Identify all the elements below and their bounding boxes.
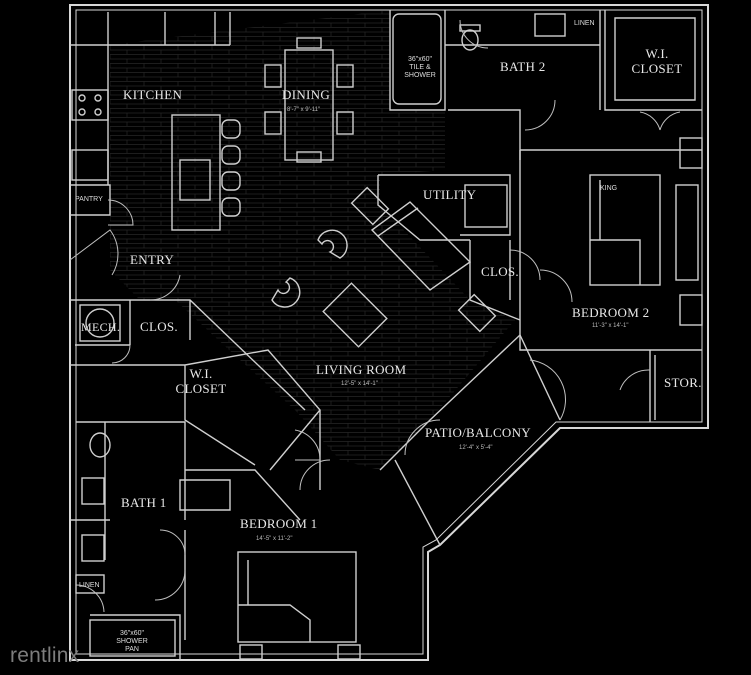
- wi-closet-left-label: W.I. CLOSET: [175, 366, 227, 396]
- utility-label: UTILITY: [423, 187, 477, 202]
- bath1-label: BATH 1: [121, 495, 167, 510]
- wood-floor: [110, 10, 515, 470]
- living-room-label: LIVING ROOM: [316, 362, 407, 377]
- shower-pan-label: 36"x60" SHOWER PAN: [116, 630, 148, 653]
- king-bed-label: KING: [600, 185, 618, 192]
- bedroom2-dimension: 11'-3" x 14'-1": [592, 323, 629, 329]
- kitchen-label: KITCHEN: [123, 87, 183, 102]
- linen-bottom-label: LINEN: [79, 582, 100, 589]
- bath2-label: BATH 2: [500, 59, 546, 74]
- mech-label: MECH.: [81, 320, 121, 334]
- bedroom1-label: BEDROOM 1: [240, 516, 318, 531]
- watermark: rentlinx: [10, 644, 80, 667]
- linen-top-label: LINEN: [574, 20, 595, 27]
- dining-dimension: 8'-7" x 9'-11": [287, 107, 321, 113]
- clos-right-label: CLOS.: [481, 264, 519, 279]
- wi-closet-top-label: W.I. CLOSET: [631, 46, 683, 76]
- dining-label: DINING: [282, 87, 331, 102]
- patio-label: PATIO/BALCONY: [425, 425, 531, 440]
- clos-left-label: CLOS.: [140, 319, 178, 334]
- bedroom2-label: BEDROOM 2: [572, 305, 650, 320]
- living-room-dimension: 12'-5" x 14'-1": [341, 381, 378, 387]
- pantry-label: PANTRY: [75, 196, 103, 203]
- door-swings: [69, 19, 681, 613]
- tub-label: 36"x60" TILE & SHOWER: [404, 56, 436, 79]
- entry-label: ENTRY: [130, 252, 175, 267]
- patio-dimension: 12'-4" x 5'-4": [459, 445, 493, 451]
- stor-label: STOR.: [664, 375, 702, 390]
- bedroom1-dimension: 14'-5" x 11'-2": [256, 536, 293, 542]
